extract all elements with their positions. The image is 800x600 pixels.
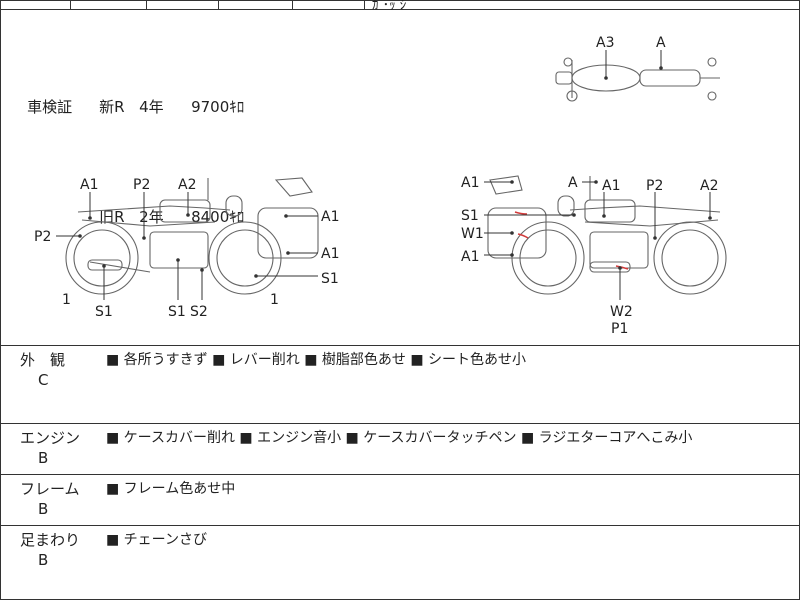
label-s1: S1 xyxy=(461,208,479,224)
label-s1: S1 xyxy=(95,304,113,320)
label-a3: A3 xyxy=(596,35,614,51)
label-s1: S1 xyxy=(168,304,186,320)
section-items: ■ ケースカバー削れ ■ エンジン音小 ■ ケースカバータッチペン ■ ラジエタ… xyxy=(106,430,693,446)
section-exterior: 外 観 C ■ 各所うすきず ■ レバー削れ ■ 樹脂部色あせ ■ シート色あせ… xyxy=(0,345,800,424)
inspection-years: 2年 xyxy=(139,208,164,226)
label-1: 1 xyxy=(62,292,71,308)
header-stub-text: ｶ ･ｯ ｼ xyxy=(372,0,407,13)
label-a1: A1 xyxy=(321,209,339,225)
inspection-row: 車検証 新R 4年 9700ｷﾛ xyxy=(8,74,244,140)
label-w1: W1 xyxy=(461,226,484,242)
motorcycle-left-side-icon xyxy=(65,177,319,295)
section-name: 外 観 xyxy=(20,351,66,369)
label-a: A xyxy=(656,35,666,51)
label-1: 1 xyxy=(270,292,279,308)
label-p2: P2 xyxy=(646,178,663,194)
inspection-price: 9700ｷﾛ xyxy=(191,98,245,116)
section-items: ■ チェーンさび xyxy=(106,532,207,548)
label-p2: P2 xyxy=(133,177,150,193)
section-grade: B xyxy=(38,449,49,467)
label-a1: A1 xyxy=(80,177,98,193)
motorcycle-top-view-icon xyxy=(555,57,720,102)
label-a1: A1 xyxy=(321,246,339,262)
inspection-years: 4年 xyxy=(139,98,164,116)
section-engine: エンジン B ■ ケースカバー削れ ■ エンジン音小 ■ ケースカバータッチペン… xyxy=(0,423,800,475)
label-s1: S1 xyxy=(321,271,339,287)
inspection-type: 新R xyxy=(99,98,125,116)
label-a2: A2 xyxy=(700,178,718,194)
section-items: ■ フレーム色あせ中 xyxy=(106,481,236,497)
inspection-label: 車検証 xyxy=(27,98,73,116)
header-cells: ｶ ･ｯ ｼ xyxy=(0,0,800,13)
section-grade: B xyxy=(38,500,49,518)
section-name: フレーム xyxy=(20,480,80,498)
label-a: A xyxy=(568,175,578,191)
label-a2: A2 xyxy=(178,177,196,193)
inspection-type: 旧R xyxy=(99,208,125,226)
label-a1: A1 xyxy=(602,178,620,194)
section-frame: フレーム B ■ フレーム色あせ中 xyxy=(0,474,800,526)
label-s2: S2 xyxy=(190,304,208,320)
section-name: エンジン xyxy=(20,429,81,447)
section-suspension: 足まわり B ■ チェーンさび xyxy=(0,525,800,600)
section-items: ■ 各所うすきず ■ レバー削れ ■ 樹脂部色あせ ■ シート色あせ小 xyxy=(106,352,527,368)
label-p1: P1 xyxy=(611,321,628,337)
label-w2: W2 xyxy=(610,304,633,320)
section-name: 足まわり xyxy=(20,531,81,549)
label-p2: P2 xyxy=(34,229,51,245)
label-a1: A1 xyxy=(461,249,479,265)
section-grade: C xyxy=(38,371,49,389)
section-grade: B xyxy=(38,551,49,569)
label-a1: A1 xyxy=(461,175,479,191)
damage-diagram: A3 A A1 P2 A2 A1 P2 A1 S1 1 S1 S1 S2 1 xyxy=(34,35,727,337)
